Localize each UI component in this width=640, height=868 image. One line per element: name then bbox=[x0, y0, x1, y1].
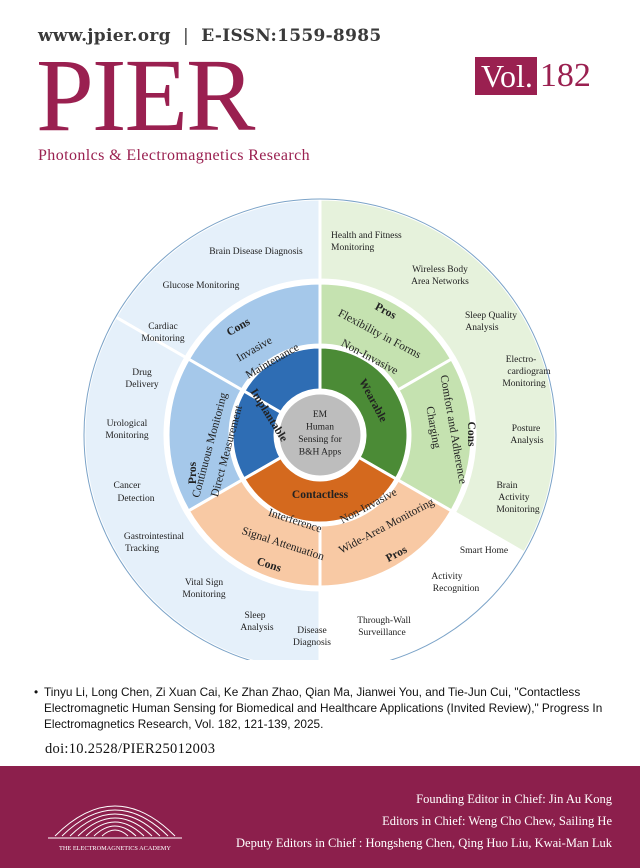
implantable-app: Tracking bbox=[125, 544, 159, 554]
contactless-app: Activity bbox=[431, 572, 462, 582]
citation: • Tinyu Li, Long Chen, Zi Xuan Cai, Ke Z… bbox=[34, 684, 604, 732]
implantable-app: Cardiac bbox=[148, 322, 178, 332]
implantable-app: Urological bbox=[107, 419, 148, 429]
wearable-app: Brain bbox=[496, 481, 517, 491]
header-separator: | bbox=[183, 26, 190, 46]
contactless-app: Recognition bbox=[433, 584, 480, 594]
contactless-app: Surveillance bbox=[358, 628, 405, 638]
citation-bullet: • bbox=[34, 685, 39, 699]
contactless-app: Monitoring bbox=[182, 590, 226, 600]
contactless-label: Contactless bbox=[292, 489, 349, 501]
center-label: B&H Apps bbox=[299, 448, 342, 458]
wearable-app: Health and Fitness bbox=[331, 231, 402, 241]
implantable-sector bbox=[230, 388, 284, 482]
center-label: Sensing for bbox=[298, 434, 342, 445]
wearable-app: Monitoring bbox=[331, 243, 375, 253]
contactless-app: Analysis bbox=[240, 623, 274, 633]
wearable-app: Monitoring bbox=[502, 379, 546, 389]
wearable-cons-title: Cons bbox=[465, 422, 477, 447]
volume-badge: Vol. 182 bbox=[475, 57, 591, 95]
journal-subtitle: Photonlcs & Electromagnetics Research bbox=[38, 147, 311, 164]
implantable-app: Cancer bbox=[114, 481, 142, 491]
footer-band bbox=[0, 766, 640, 868]
deputy-editors: Deputy Editors in Chief : Hongsheng Chen… bbox=[236, 836, 612, 850]
implantable-app: Gastrointestinal bbox=[124, 532, 185, 542]
volume-label: Vol. bbox=[475, 57, 537, 95]
implantable-app: Drug bbox=[132, 368, 152, 378]
contactless-app: Sleep bbox=[244, 611, 265, 621]
contactless-cons-sector bbox=[186, 477, 322, 589]
contactless-app: Diagnosis bbox=[293, 638, 331, 648]
journal-url-line: www.jpier.org | E-ISSN:1559-8985 bbox=[38, 26, 381, 46]
volume-number: 182 bbox=[539, 57, 591, 94]
center-label: Human bbox=[306, 423, 334, 433]
implantable-pros-sector bbox=[166, 356, 245, 514]
doi-link[interactable]: doi:10.2528/PIER25012003 bbox=[45, 741, 216, 757]
implantable-app: Monitoring bbox=[141, 334, 185, 344]
implantable-app: Detection bbox=[118, 494, 155, 504]
implantable-app: Glucose Monitoring bbox=[163, 281, 240, 291]
contactless-app: Vital Sign bbox=[185, 578, 223, 588]
wearable-app: Wireless Body bbox=[412, 265, 468, 275]
center-circle bbox=[276, 391, 364, 479]
implantable-app: Brain Disease Diagnosis bbox=[209, 247, 303, 257]
implantable-pros-title: Pros bbox=[187, 461, 199, 484]
wearable-app: Analysis bbox=[510, 436, 544, 446]
contactless-app: Disease bbox=[297, 626, 327, 636]
contactless-sector bbox=[241, 455, 399, 525]
contactless-app: Smart Home bbox=[460, 546, 508, 556]
wearable-app: Electro- bbox=[506, 355, 537, 365]
journal-url[interactable]: www.jpier.org bbox=[38, 26, 171, 46]
citation-text: Tinyu Li, Long Chen, Zi Xuan Cai, Ke Zha… bbox=[44, 685, 603, 731]
wearable-sector bbox=[318, 345, 410, 482]
academy-name: THE ELECTROMAGNETICS ACADEMY bbox=[59, 845, 171, 852]
wearable-app: Monitoring bbox=[496, 505, 540, 515]
wearable-app: cardiogram bbox=[507, 367, 551, 377]
editors-in-chief: Editors in Chief: Weng Cho Chew, Sailing… bbox=[382, 814, 612, 828]
wearable-app: Sleep Quality bbox=[465, 311, 517, 321]
journal-logo: PIER bbox=[36, 38, 255, 153]
implantable-app: Delivery bbox=[125, 380, 158, 390]
contactless-app: Through-Wall bbox=[357, 616, 411, 626]
wearable-app: Posture bbox=[512, 424, 541, 434]
wearable-app: Activity bbox=[498, 493, 529, 503]
implantable-app: Monitoring bbox=[105, 431, 149, 441]
wheel-outline bbox=[83, 198, 557, 660]
center-label: EM bbox=[313, 410, 328, 420]
issn: E-ISSN:1559-8985 bbox=[201, 26, 382, 46]
founding-editor: Founding Editor in Chief: Jin Au Kong bbox=[416, 792, 612, 806]
academy-emblem: THE ELECTROMAGNETICS ACADEMY bbox=[48, 805, 182, 852]
wearable-app: Area Networks bbox=[411, 277, 469, 287]
wearable-app: Analysis bbox=[465, 323, 499, 333]
